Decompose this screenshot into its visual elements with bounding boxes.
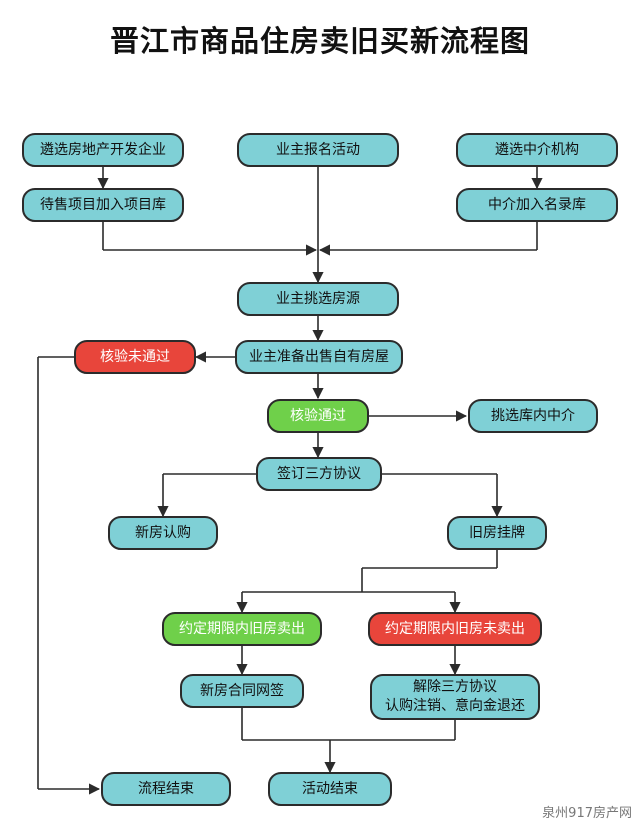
node-cancel-agreement: 解除三方协议 认购注销、意向金退还 [370,674,540,720]
node-select-agency: 遴选中介机构 [456,133,618,167]
cancel-agreement-line1: 解除三方协议 [413,679,497,696]
node-verify-failed: 核验未通过 [74,340,196,374]
node-process-end: 流程结束 [101,772,231,806]
node-agency-list: 中介加入名录库 [456,188,618,222]
node-choose-agency: 挑选库内中介 [468,399,598,433]
node-sign-agreement: 签订三方协议 [256,457,382,491]
node-project-library: 待售项目加入项目库 [22,188,184,222]
node-owner-prepare-sale: 业主准备出售自有房屋 [235,340,403,374]
node-new-house-contract: 新房合同网签 [180,674,304,708]
page-title: 晋江市商品住房卖旧买新流程图 [109,24,530,58]
node-new-house-purchase: 新房认购 [108,516,218,550]
node-owner-choose-listing: 业主挑选房源 [237,282,399,316]
node-old-house-listing: 旧房挂牌 [447,516,547,550]
node-owner-signup: 业主报名活动 [237,133,399,167]
node-sold-in-period: 约定期限内旧房卖出 [162,612,322,646]
cancel-agreement-line2: 认购注销、意向金退还 [385,698,525,714]
node-select-developer: 遴选房地产开发企业 [22,133,184,167]
watermark: 泉州917房产网 [542,806,632,821]
node-activity-end: 活动结束 [268,772,392,806]
node-verify-passed: 核验通过 [267,399,369,433]
node-not-sold-in-period: 约定期限内旧房未卖出 [368,612,542,646]
